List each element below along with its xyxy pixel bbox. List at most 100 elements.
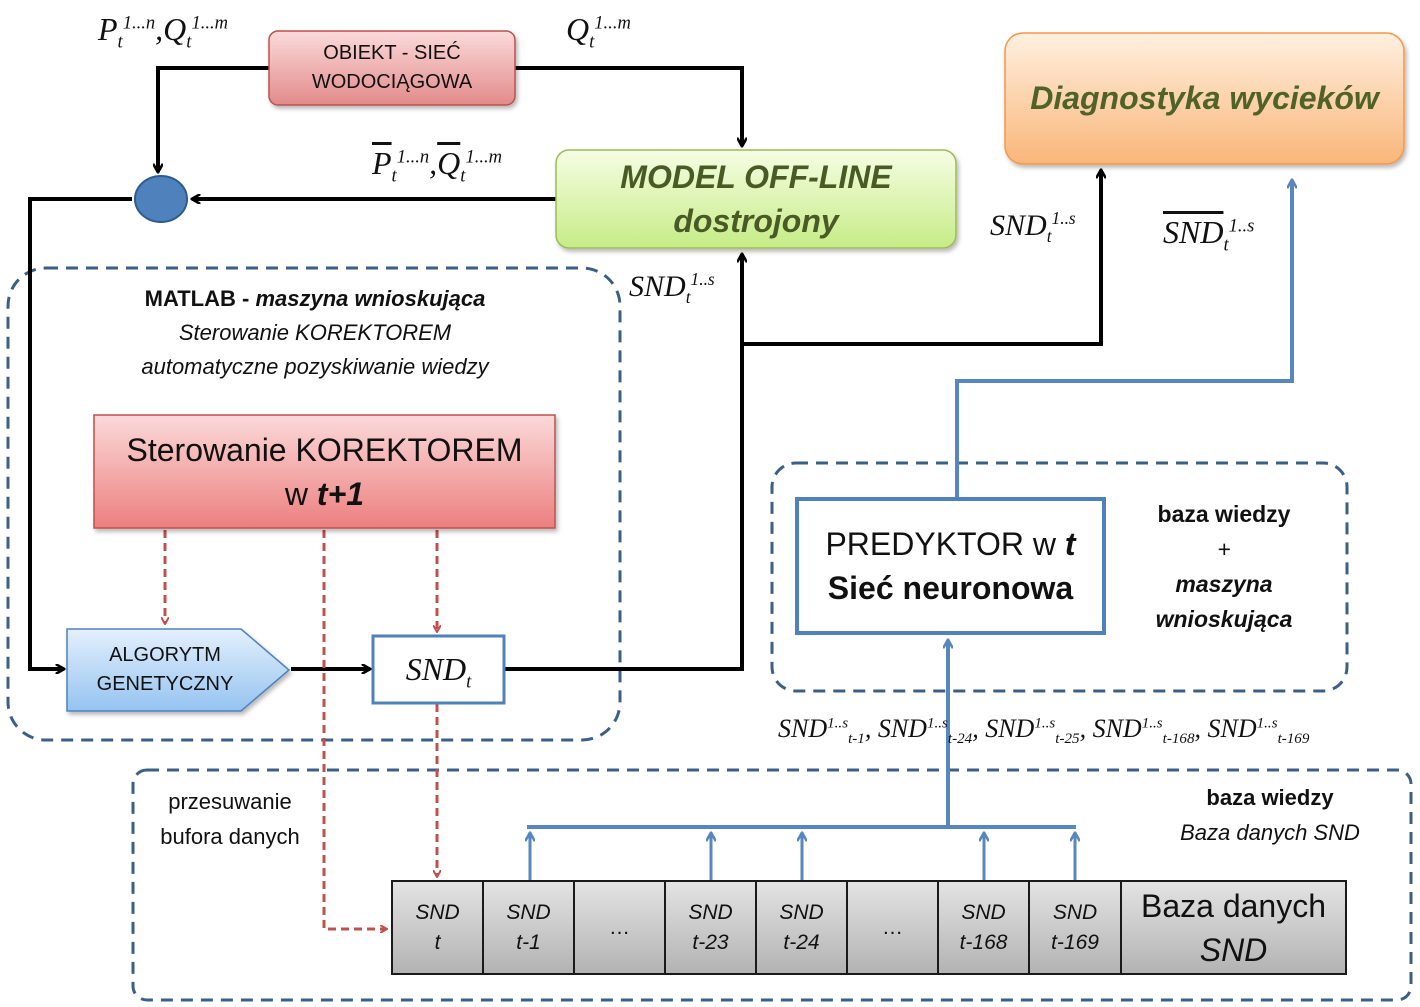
buffer-cell-top: SND — [415, 900, 460, 924]
algorithm-box: ALGORYTM GENETYCZNY — [67, 629, 263, 711]
knowledge-base-label: baza wiedzy + maszyna wnioskująca — [1128, 497, 1320, 637]
input-sup: 1..s — [926, 715, 948, 732]
label-q: Q — [163, 11, 187, 47]
input-base: SND — [778, 714, 828, 743]
database-cell-line1: Baza danych — [1140, 887, 1326, 924]
matlab-subtitle: Sterowanie KOREKTOREM — [178, 320, 452, 345]
input-sub: t-1 — [848, 731, 865, 748]
buffer-cell-top: SND — [779, 900, 824, 924]
predictor-box-shape — [795, 497, 1106, 635]
buffer-cell-t-168: SND t-168 — [937, 880, 1030, 975]
obiekt-line1: OBIEKT - SIEĆ — [323, 42, 461, 64]
label-sep: , — [429, 145, 438, 181]
buffer-cell-top: SND — [1052, 900, 1098, 924]
predictor-inputs-label: SND1..st-1, SND1..st-24, SND1..st-25, SN… — [778, 707, 1309, 751]
predictor-line1-prefix: PREDYKTOR w — [825, 526, 1065, 562]
snd-t-base: SND — [405, 651, 467, 687]
model-line2: dostrojony — [673, 203, 839, 239]
buffer-cell-top: … — [882, 915, 903, 939]
arrow-snd-to-diagnostics — [742, 170, 1101, 346]
database-title: baza wiedzy — [1206, 785, 1334, 810]
predictor-box: PREDYKTOR w t Sieć neuronowa — [797, 499, 1104, 633]
matlab-title-bold: MATLAB - — [144, 286, 256, 311]
measured-signals-label: Pt1...n,Qt1...m — [98, 4, 228, 54]
snd-model-label: SNDt1..s — [629, 264, 715, 310]
buffer-cell-ellipsis-1: … — [573, 880, 666, 975]
input-sup: 1..s — [1256, 715, 1278, 732]
label-snd-sub: t — [685, 287, 691, 307]
diagnostics-box-shape — [1004, 32, 1405, 165]
buffer-cell-top: SND — [961, 900, 1006, 924]
buffer-cell-t-24: SND t-24 — [755, 880, 848, 975]
buffer-shift-line2: bufora danych — [160, 824, 300, 849]
database-panel-border — [131, 768, 1413, 1002]
buffer-shift-label: przesuwanie bufora danych — [140, 784, 320, 854]
predictor-input-term: SND1..st-1 — [778, 714, 865, 747]
label-q-sup: 1...m — [191, 12, 229, 34]
diagnostics-box: Diagnostyka wycieków — [1005, 33, 1404, 164]
obiekt-box-shape — [268, 30, 516, 106]
buffer-cell-t-23: SND t-23 — [664, 880, 757, 975]
label-q: Q — [437, 145, 461, 181]
label-snd-sup: 1..s — [1228, 215, 1255, 237]
algorithm-box-shape — [66, 628, 291, 712]
label-snd-sup: 1..s — [690, 269, 715, 289]
input-base: SND — [985, 714, 1035, 743]
input-sub: t-25 — [1055, 731, 1080, 748]
label-snd-sup: 1..s — [1051, 208, 1076, 228]
label-snd: SND — [629, 270, 686, 303]
obiekt-box: OBIEKT - SIEĆ WODOCIĄGOWA — [269, 31, 515, 105]
predictor-input-term: SND1..st-24 — [877, 714, 972, 747]
input-sep: , — [972, 714, 979, 743]
label-q: Q — [566, 11, 590, 47]
buffer-cell-t-1: SND t-1 — [482, 880, 575, 975]
snd-t-label: SNDt — [405, 651, 472, 691]
label-snd: SND — [990, 209, 1047, 242]
corrector-line2: w t+1 — [285, 472, 364, 516]
database-panel-title: baza wiedzy Baza danych SND — [1150, 780, 1390, 850]
predictor-line2: Sieć neuronowa — [827, 570, 1074, 606]
measured-q-label: Qt1...m — [566, 4, 631, 54]
input-sub: t-169 — [1277, 731, 1310, 748]
matlab-description: automatyczne pozyskiwanie wiedzy — [141, 354, 489, 379]
input-sep: , — [864, 714, 872, 743]
label-q-sub: t — [186, 31, 192, 53]
arrow-obiekt-to-model — [515, 66, 742, 146]
buffer-cell-top: SND — [688, 900, 733, 924]
label-p-sub: t — [117, 31, 123, 53]
matlab-title-italic: maszyna wnioskująca — [255, 286, 486, 311]
diagnostics-label: Diagnostyka wycieków — [1030, 80, 1379, 116]
label-q-sub: t — [460, 165, 466, 187]
label-p-sub: t — [391, 165, 397, 187]
summing-junction — [134, 175, 188, 223]
predictor-line1-var: t — [1064, 526, 1076, 562]
label-q-sub: t — [589, 31, 595, 53]
predictor-line1: PREDYKTOR w t — [825, 522, 1075, 566]
obiekt-line2: WODOCIĄGOWA — [311, 71, 473, 93]
buffer-cell-ellipsis-2: … — [846, 880, 939, 975]
buffer-cell-bottom: t — [434, 930, 441, 954]
model-box: MODEL OFF-LINE dostrojony — [556, 150, 956, 248]
input-sup: 1..s — [1141, 715, 1163, 732]
label-p-sup: 1...n — [122, 12, 156, 34]
input-base: SND — [1092, 714, 1142, 743]
snd-t-sub: t — [466, 671, 472, 693]
buffer-cell-bottom: t-169 — [1051, 930, 1099, 954]
snd-t-box: SNDt — [373, 636, 504, 703]
database-cell: Baza danych SND — [1120, 880, 1347, 975]
input-sep: , — [1079, 714, 1087, 743]
matlab-panel-title: MATLAB - maszyna wnioskująca Sterowanie … — [50, 283, 580, 383]
corrector-line1: Sterowanie KOREKTOREM — [126, 431, 523, 468]
arrow-buffer-shift — [322, 530, 387, 929]
algorithm-line1: ALGORYTM — [109, 644, 221, 666]
kb-line1: baza wiedzy — [1157, 501, 1291, 527]
buffer-cell-top: … — [609, 915, 630, 939]
corrector-line2-prefix: w — [284, 475, 317, 512]
input-base: SND — [877, 714, 927, 743]
label-p: P — [98, 11, 118, 47]
buffer-shift-line1: przesuwanie — [168, 789, 292, 814]
predictor-input-term: SND1..st-25 — [985, 714, 1079, 747]
label-q-sup: 1...m — [465, 146, 503, 168]
model-line1: MODEL OFF-LINE — [620, 159, 892, 195]
algorithm-line2: GENETYCZNY — [96, 673, 234, 695]
